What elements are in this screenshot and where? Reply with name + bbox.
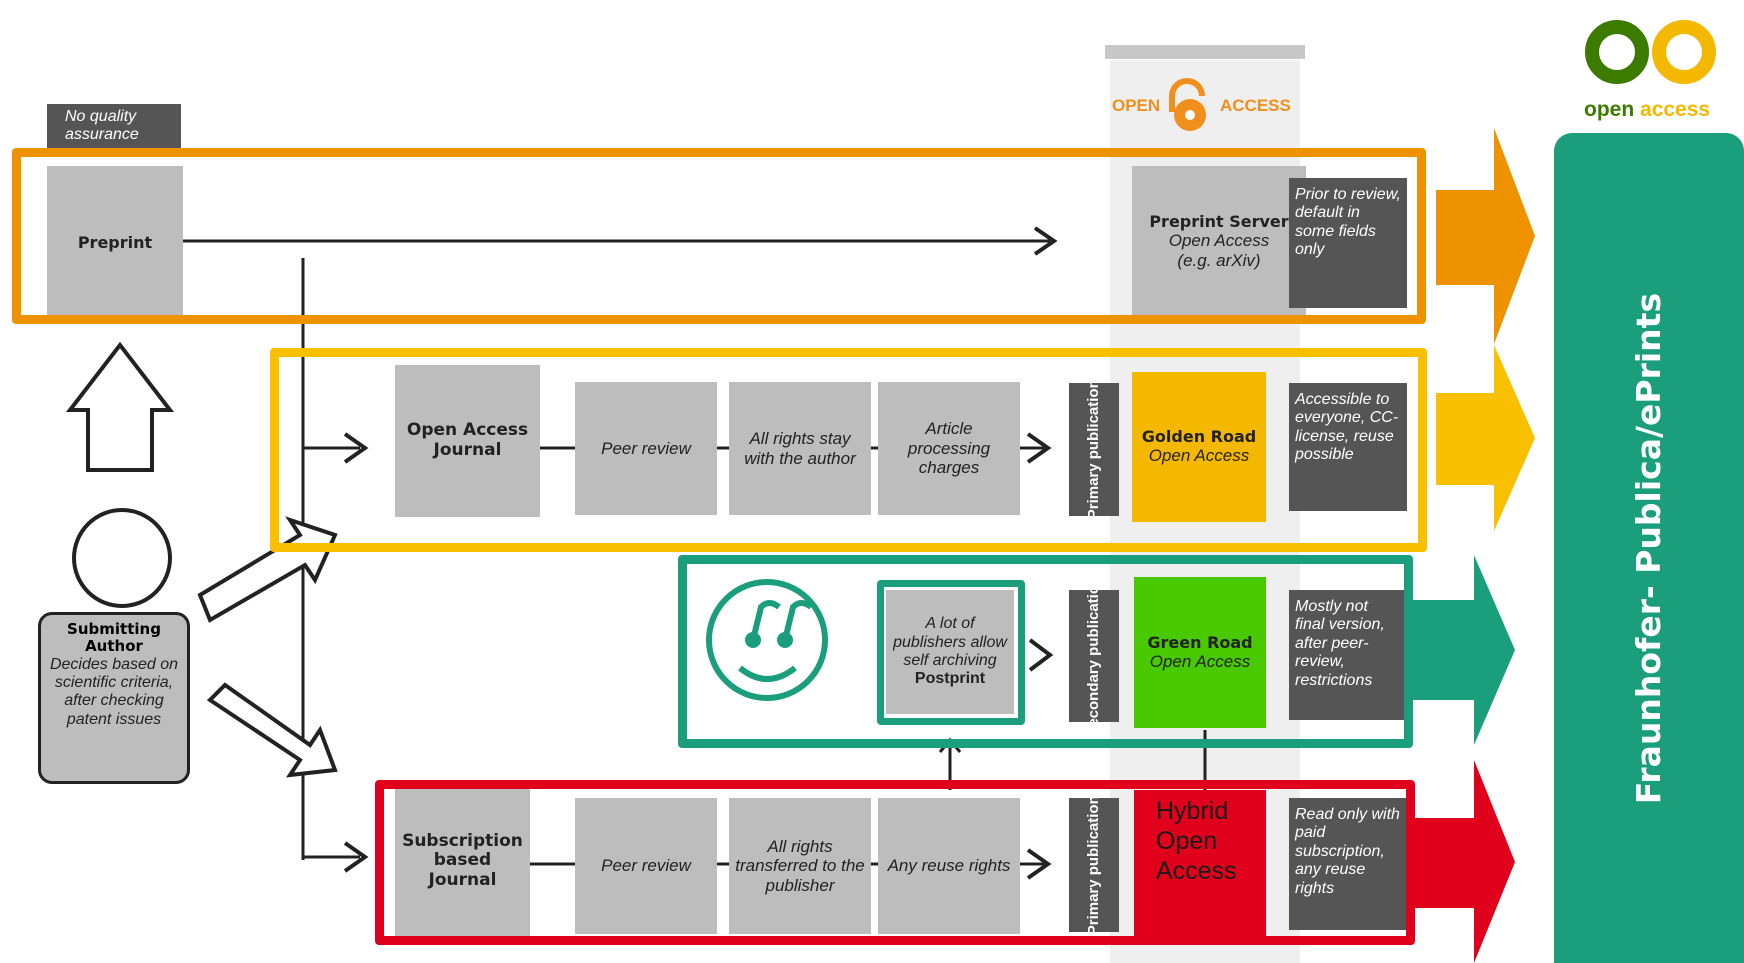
preprint-box: Preprint — [47, 166, 183, 320]
badge-open-text: OPEN — [1112, 96, 1161, 115]
green-secondary-label: Secondary publication — [1069, 576, 1119, 736]
sub-step-rights: All rights transferred to the publisher — [729, 798, 871, 934]
golden-step-apc: Article processing charges — [878, 382, 1020, 515]
oa-journal-box: Open Access Journal — [395, 365, 540, 517]
preprint-row-frame — [12, 148, 1426, 324]
preprint-server-box: Preprint Server Open Access (e.g. arXiv) — [1132, 166, 1306, 317]
orange-big-arrow — [1436, 128, 1535, 344]
side-banner: Fraunhofer- Publica/ePrints — [1554, 133, 1744, 963]
postprint-frame — [877, 580, 1025, 725]
yellow-big-arrow — [1436, 345, 1535, 531]
logo-open-text: open — [1584, 98, 1635, 121]
golden-primary-label: Primary publication — [1069, 379, 1119, 520]
golden-note: Accessible to everyone, CC-license, reus… — [1289, 383, 1407, 511]
side-banner-text: Fraunhofer- Publica/ePrints — [1629, 292, 1669, 804]
preprint-server-example: (e.g. arXiv) — [1177, 250, 1261, 270]
logo-label: open access — [1584, 98, 1744, 122]
golden-step-rights: All rights stay with the author — [729, 382, 871, 515]
open-access-logo-icon — [1585, 20, 1716, 84]
subscription-journal-box: Subscription based Journal — [395, 785, 530, 937]
green-note: Mostly not final version, after peer-rev… — [1289, 590, 1407, 720]
sub-step-reuse: Any reuse rights — [878, 798, 1020, 934]
badge-access-text: ACCESS — [1220, 96, 1291, 115]
author-head — [72, 508, 172, 608]
subscription-row-frame — [375, 780, 1415, 945]
green-row-frame — [678, 555, 1413, 748]
postprint-text: A lot of publishers allow self archiving — [893, 615, 1007, 669]
sub-step-peer-review: Peer review — [575, 798, 717, 934]
up-outline-arrow — [65, 341, 175, 472]
green-road-sub: Open Access — [1149, 651, 1251, 671]
red-big-arrow — [1408, 760, 1515, 963]
golden-road-sub: Open Access — [1148, 446, 1250, 466]
preprint-arrow-head — [1033, 226, 1058, 256]
hybrid-box: Hybrid Open Access — [1134, 790, 1266, 940]
subscription-note: Read only with paid subscription, any re… — [1289, 798, 1407, 930]
postprint-bold: Postprint — [914, 670, 986, 688]
padlock-icon — [1169, 78, 1206, 131]
golden-row-frame — [270, 348, 1427, 552]
golden-road-title: Golden Road — [1141, 427, 1257, 447]
preprint-server-title: Preprint Server — [1149, 211, 1289, 231]
sub-primary-label: Primary publication — [1069, 795, 1119, 935]
golden-step-peer-review: Peer review — [575, 382, 717, 515]
no-quality-note: No quality assurance — [47, 104, 181, 156]
preprint-note: Prior to review, default in some fields … — [1289, 178, 1407, 308]
smiley-icon — [706, 579, 828, 701]
author-card: Submitting Author Decides based on scien… — [38, 612, 190, 784]
teal-big-arrow — [1408, 555, 1515, 745]
author-desc: Decides based on scientific criteria, af… — [49, 655, 179, 728]
green-road-title: Green Road — [1147, 632, 1253, 652]
postprint-box: A lot of publishers allow self archiving… — [886, 590, 1014, 714]
author-title: Submitting Author — [67, 620, 161, 656]
golden-road-box: Golden Road Open Access — [1132, 372, 1266, 522]
logo-access-text: access — [1640, 98, 1711, 121]
preprint-server-sub: Open Access — [1168, 231, 1270, 251]
green-road-box: Green Road Open Access — [1134, 577, 1266, 728]
open-access-badge: OPEN ACCESS — [1108, 96, 1308, 126]
